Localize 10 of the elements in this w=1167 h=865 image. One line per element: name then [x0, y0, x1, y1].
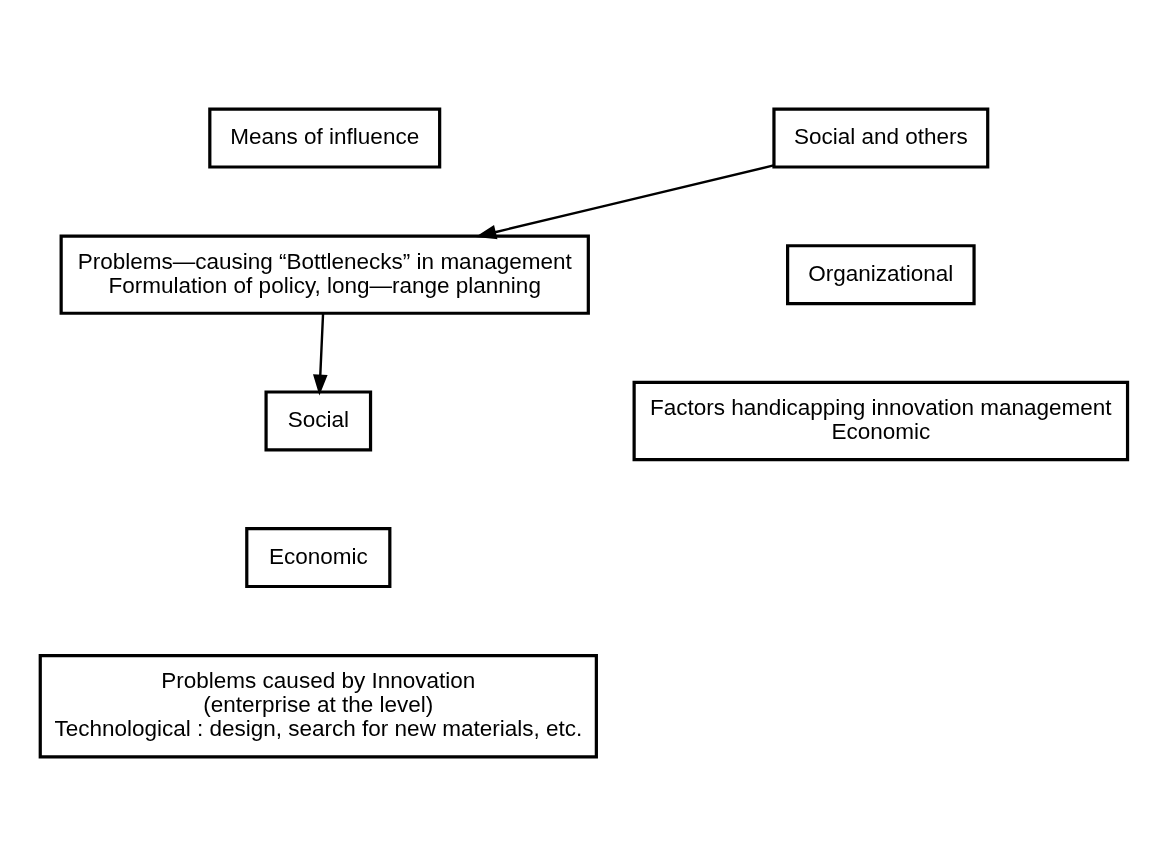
- arrow: [475, 163, 774, 239]
- node-box: Economic: [245, 526, 392, 588]
- node-box: Problems—causing “Bottlenecks” in management Formulation of policy, long—range planning: [59, 234, 590, 315]
- node-box: Factors handicapping innovation management Economic: [632, 380, 1130, 461]
- node-box: Social and others: [772, 107, 990, 169]
- node-box: Means of influence: [208, 107, 442, 169]
- arrow: [313, 313, 328, 396]
- node-box: Organizational: [786, 243, 976, 305]
- node-box: Problems caused by Innovation (enterprise at the level) Technological : design, search for new materials, etc.: [38, 653, 598, 758]
- node-box: Social: [264, 389, 373, 451]
